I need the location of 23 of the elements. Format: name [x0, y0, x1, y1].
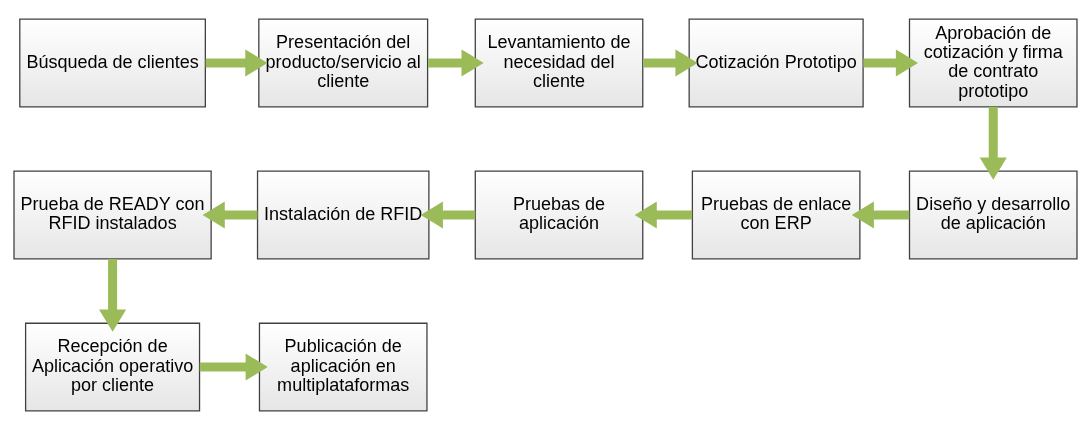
- arrow: [420, 200, 476, 229]
- node-box: Levantamiento de necesidad del cliente: [474, 18, 644, 107]
- node-box: Presentación del producto/servicio al cliente: [258, 18, 429, 107]
- arrow: [851, 200, 910, 229]
- arrow: [202, 200, 258, 229]
- arrow: [428, 48, 484, 77]
- node-box: Recepción de Aplicación operativo por cliente: [24, 322, 201, 411]
- arrow: [634, 200, 693, 229]
- arrow: [979, 106, 1007, 180]
- node-box: Búsqueda de clientes: [19, 18, 206, 107]
- node-box: Cotización Prototipo: [688, 18, 864, 107]
- node-box: Publicación de aplicación en multiplataformas: [258, 322, 428, 411]
- arrow: [199, 352, 268, 381]
- arrow: [643, 48, 698, 77]
- node-box: Pruebas de enlace con ERP: [691, 170, 861, 259]
- node-box: Prueba de READY con RFID instalados: [13, 170, 212, 259]
- node-box: Pruebas de aplicación: [474, 170, 644, 259]
- arrow: [863, 48, 919, 77]
- arrow: [99, 258, 127, 332]
- node-box: Diseño y desarrollo de aplicación: [908, 170, 1078, 259]
- arrow: [205, 48, 268, 77]
- node-box: Instalación de RFID: [256, 170, 430, 259]
- node-box: Aprobación de cotización y firma de contrato prototipo: [908, 18, 1078, 107]
